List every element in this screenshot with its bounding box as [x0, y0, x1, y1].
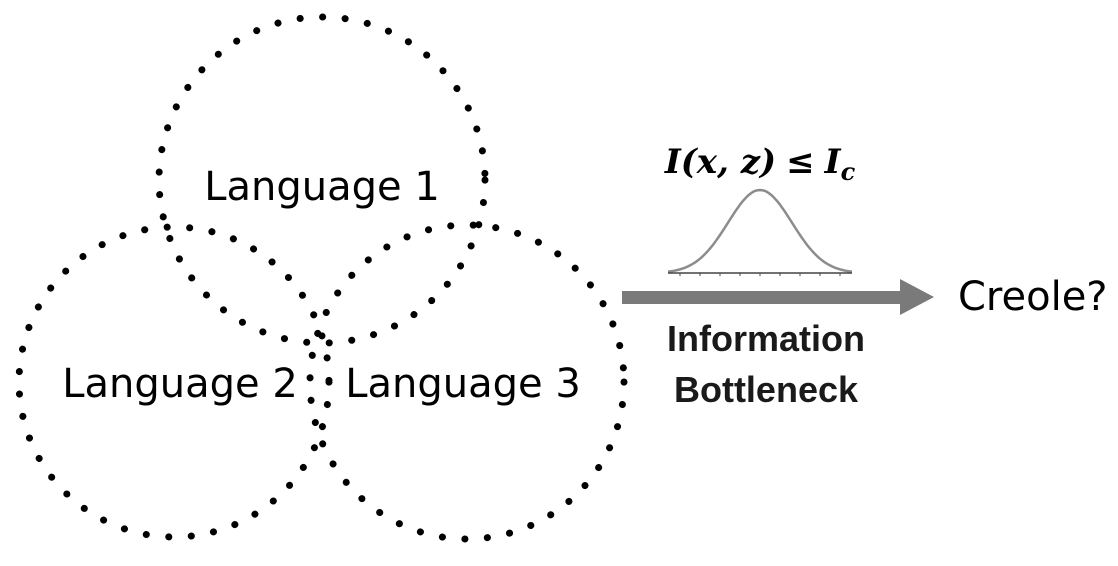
language-1-circle — [155, 13, 489, 347]
formula-operator: ≤ — [786, 142, 815, 182]
language-3-label: Language 3 — [345, 361, 581, 407]
formula-rhs-subscript: c — [841, 157, 856, 186]
language-2-circle — [15, 223, 333, 541]
bottleneck-label-line2: Bottleneck — [674, 369, 859, 410]
language-2-label: Language 2 — [62, 361, 298, 407]
language-3-circle — [306, 221, 628, 543]
bottleneck-label-line1: Information — [667, 318, 865, 359]
output-label: Creole? — [958, 274, 1108, 320]
formula-rhs: I — [824, 142, 842, 182]
language-1-label: Language 1 — [204, 164, 440, 210]
formula: I(x, z)≤Ic — [664, 142, 856, 186]
formula-lhs: I(x, z) — [664, 142, 776, 182]
bottleneck-arrow — [622, 279, 934, 315]
gaussian-curve — [667, 188, 853, 276]
